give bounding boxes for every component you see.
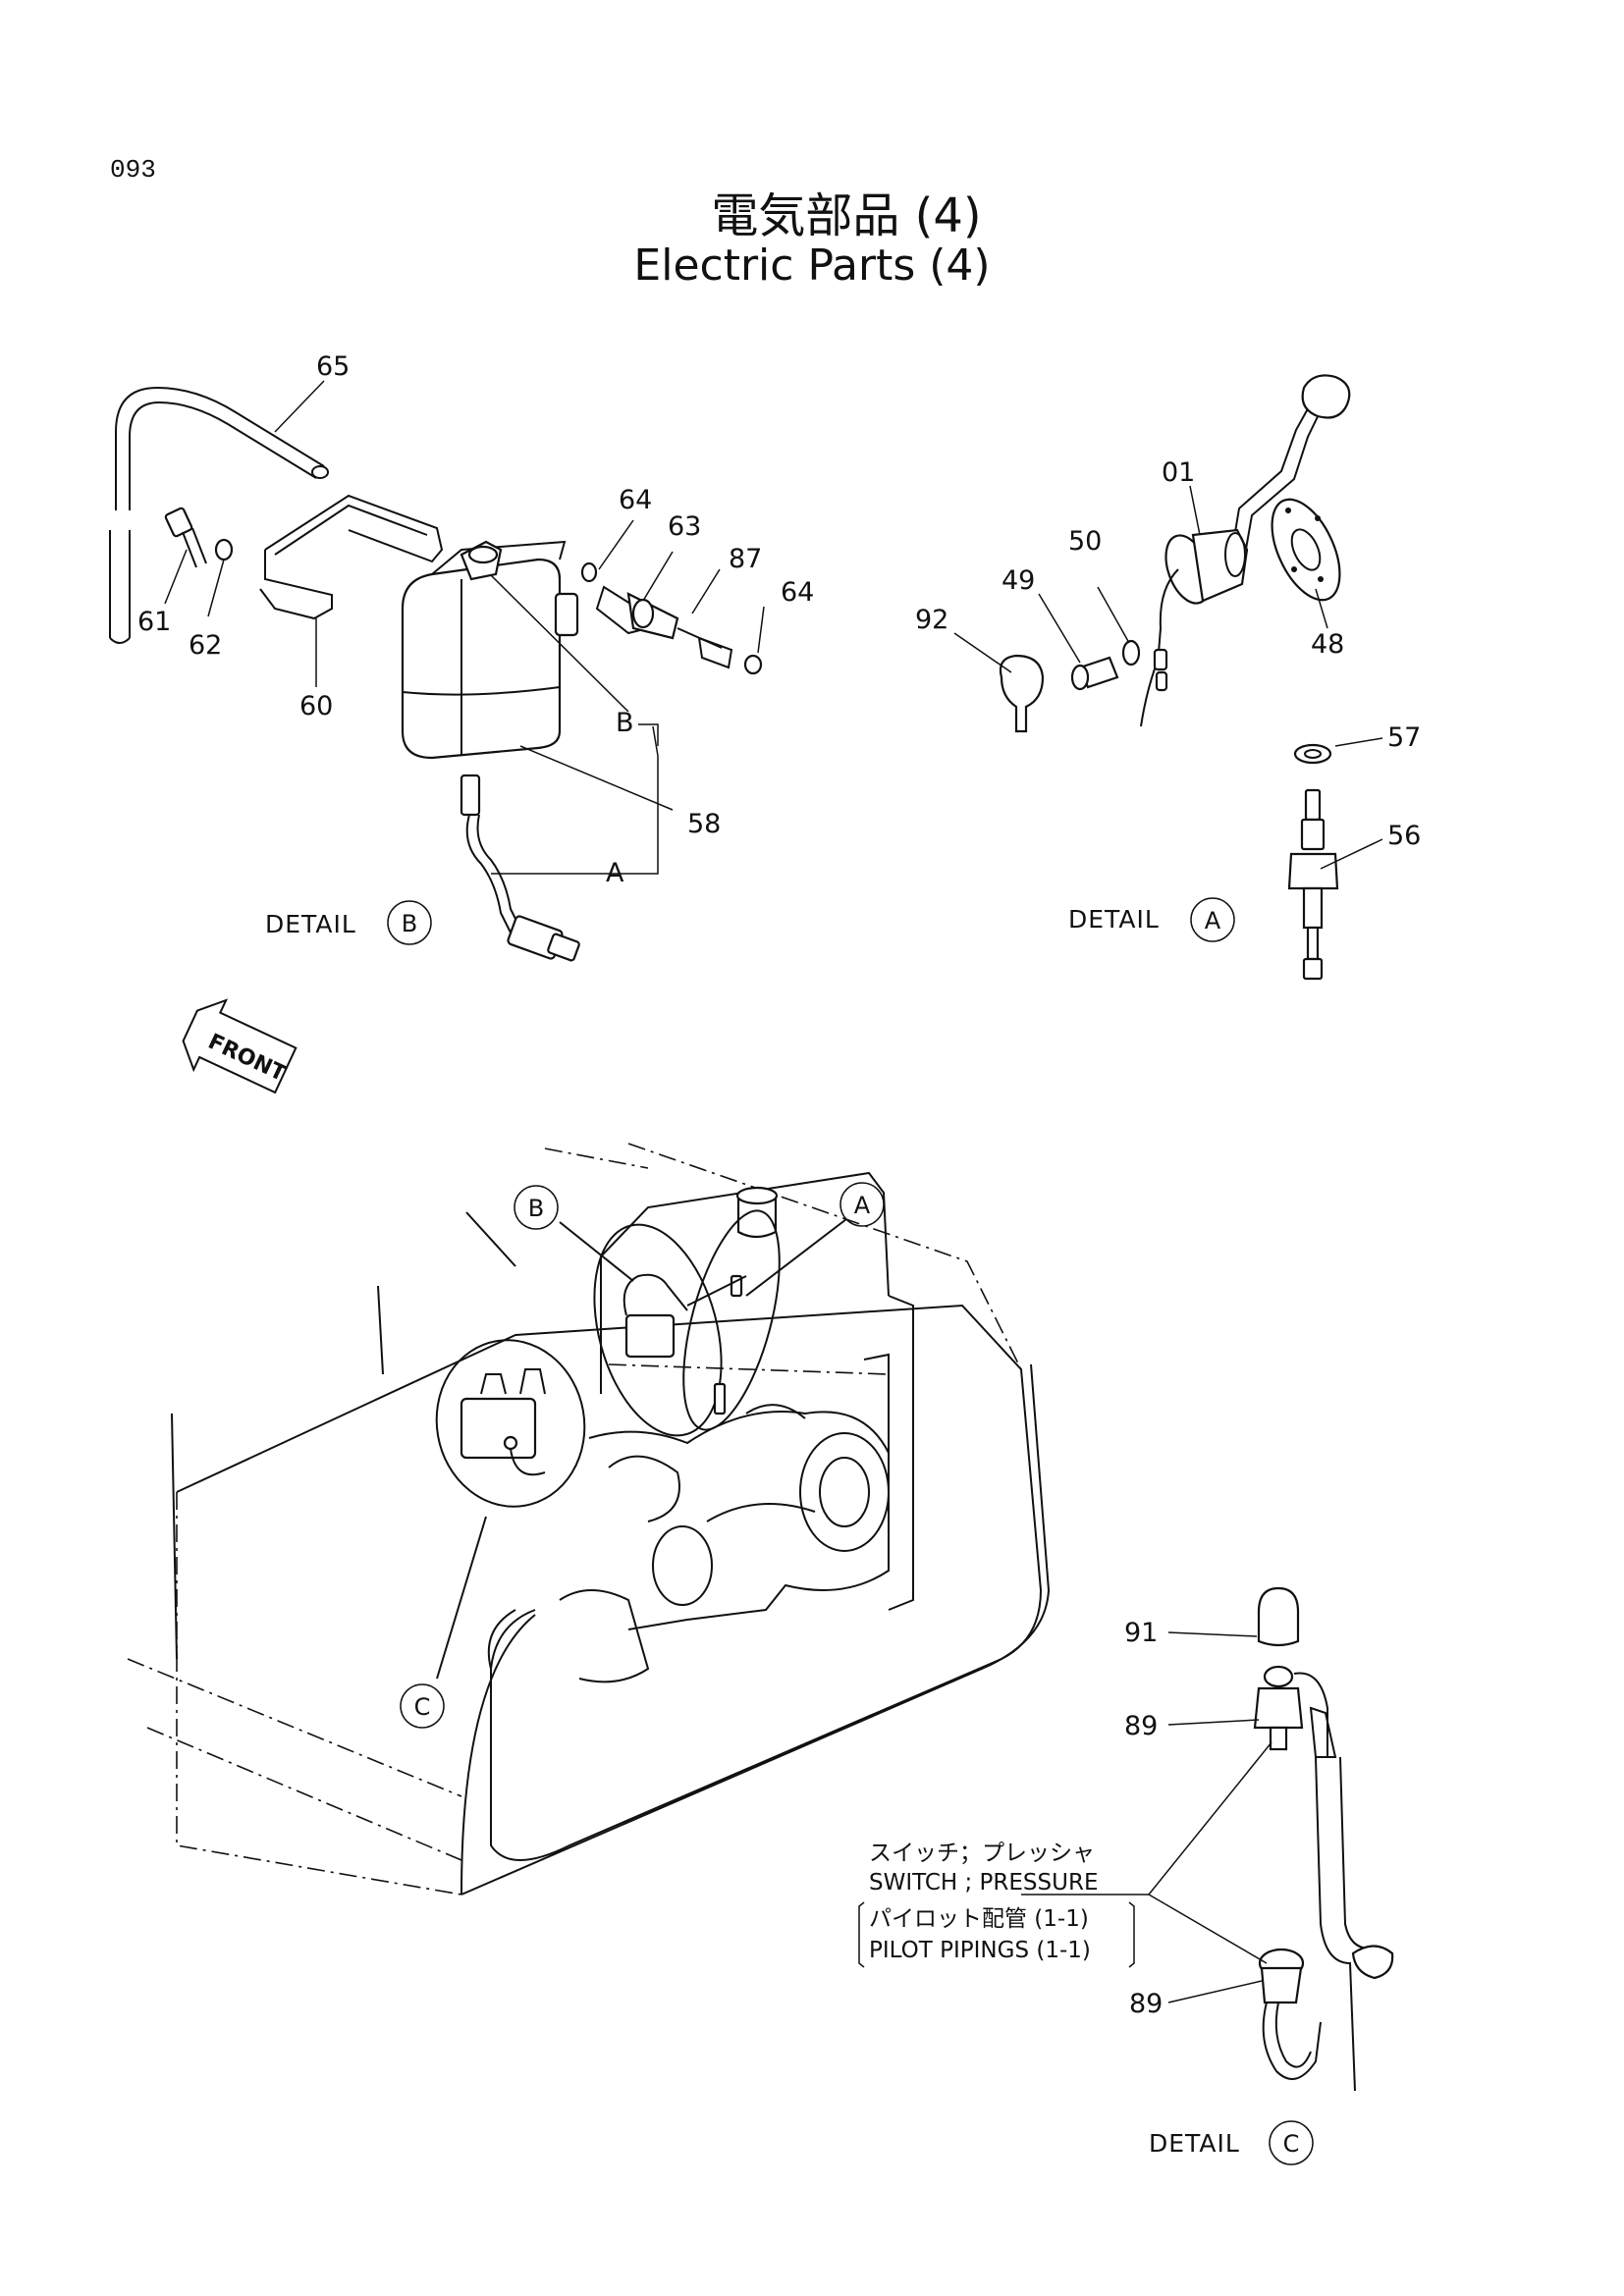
callout-92: 92: [915, 605, 948, 635]
callout-64-top: 64: [619, 485, 652, 515]
callout-64-right: 64: [781, 577, 814, 608]
detail-c-circle: [1269, 2120, 1314, 2165]
machine-body-view: [127, 1143, 1051, 1896]
callout-63: 63: [668, 511, 701, 542]
callout-91: 91: [1124, 1618, 1158, 1648]
note-line-4: PILOT PIPINGS (1-1): [869, 1938, 1091, 1963]
hose-part: [109, 386, 329, 644]
callout-48: 48: [1311, 629, 1344, 660]
callout-89-bottom: 89: [1129, 1989, 1163, 2019]
reservoir-tank: [401, 540, 579, 760]
pipe-fittings: [580, 561, 763, 675]
detail-a-circle: [1190, 897, 1235, 942]
callout-01: 01: [1162, 457, 1195, 488]
view-marker-a: A: [854, 1192, 871, 1219]
bolt-part: [164, 507, 207, 568]
callout-61: 61: [137, 607, 171, 637]
detail-a-label: DETAIL: [1068, 905, 1160, 934]
page-number: 093: [110, 155, 156, 185]
callout-ref-a: A: [606, 858, 624, 888]
detail-a-group: [999, 374, 1351, 981]
view-marker-b: B: [528, 1195, 544, 1222]
callout-65: 65: [316, 351, 350, 382]
callout-57: 57: [1387, 722, 1421, 753]
detail-b-label: DETAIL: [265, 910, 356, 938]
bracket-part: [259, 494, 444, 620]
note-line-3: パイロット配管 (1-1): [869, 1906, 1089, 1932]
front-arrow: FRONT: [182, 998, 298, 1095]
washer-part: [214, 538, 234, 561]
level-sensor-wire: [460, 774, 580, 962]
note-block: スイッチ；プレッシャ SWITCH ; PRESSURE パイロット配管 (1-…: [858, 1841, 1135, 1968]
callout-56: 56: [1387, 821, 1421, 851]
note-line-1: スイッチ；プレッシャ: [869, 1841, 1095, 1866]
detail-b-letter: B: [402, 910, 417, 937]
view-marker-c: C: [414, 1693, 431, 1721]
callout-89-top: 89: [1124, 1711, 1158, 1741]
view-marker-a-circle: [839, 1182, 885, 1227]
callout-49: 49: [1001, 565, 1035, 596]
page-title-japanese: 電気部品 (4): [711, 188, 982, 243]
detail-a-letter: A: [1205, 907, 1221, 934]
view-marker-c-circle: [400, 1683, 445, 1729]
detail-c-letter: C: [1283, 2130, 1300, 2158]
detail-b-circle: [387, 900, 432, 945]
detail-b-group: [109, 380, 765, 962]
callout-ref-b: B: [616, 708, 634, 738]
callout-62: 62: [189, 630, 222, 661]
detail-c-group: [1253, 1586, 1394, 2092]
detail-c-label: DETAIL: [1149, 2129, 1240, 2158]
view-marker-b-circle: [514, 1185, 559, 1230]
callout-58: 58: [687, 809, 721, 839]
note-line-2: SWITCH ; PRESSURE: [869, 1870, 1098, 1896]
page-title-english: Electric Parts (4): [633, 240, 991, 291]
callout-60: 60: [299, 691, 333, 721]
callout-50: 50: [1068, 526, 1102, 557]
callout-87: 87: [729, 544, 762, 574]
